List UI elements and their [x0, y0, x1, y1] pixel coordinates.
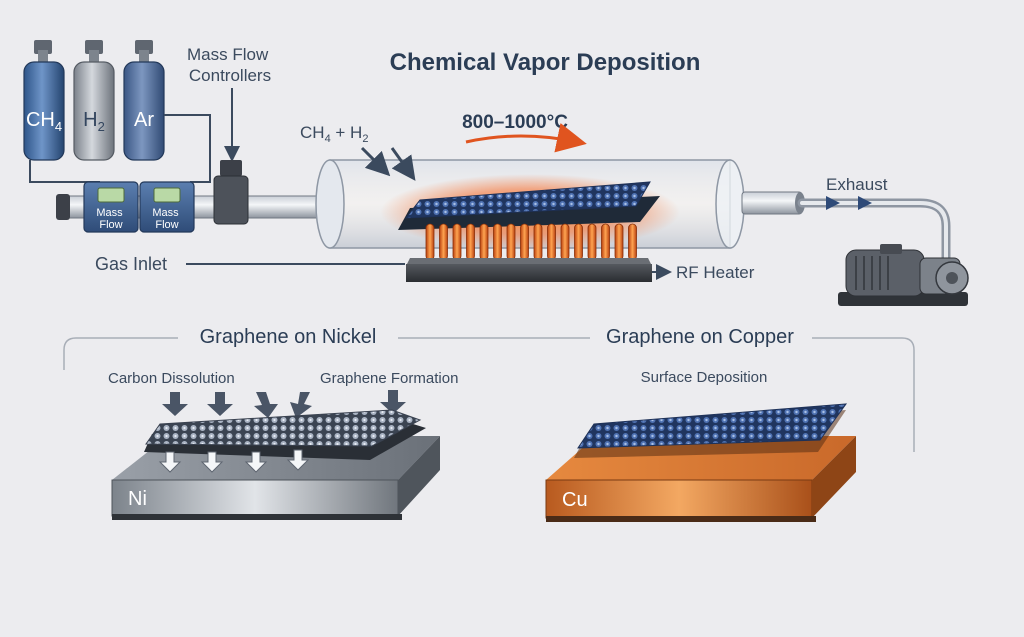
- nickel-substrate-label: Ni: [128, 488, 147, 510]
- cylinder-label-ch4: CH4: [26, 109, 62, 134]
- nickel-panel-title: Graphene on Nickel: [200, 326, 377, 348]
- temperature-label: 800–1000°C: [462, 112, 568, 133]
- rf-coil-turn: [479, 223, 489, 261]
- mfc-unit-1-label: Mass Flow: [96, 207, 125, 231]
- copper-graphene-sheet: [574, 403, 848, 458]
- rf-coil-turn: [506, 223, 516, 261]
- rf-coil-turn: [547, 223, 556, 261]
- tube-graphene-sheet: [404, 181, 651, 219]
- exhaust-arrows: [826, 196, 872, 210]
- cylinder-ar: Ar: [123, 40, 165, 161]
- cylinder-label-h2: H2: [83, 109, 105, 134]
- rf-heater-base: [406, 258, 652, 282]
- page-title: Chemical Vapor Deposition: [390, 49, 701, 76]
- rf-coil-turn: [452, 223, 462, 261]
- cylinder-h2: H2: [73, 40, 115, 161]
- carbon-dissolution-label: Carbon Dissolution: [108, 370, 235, 387]
- mfc-unit-2: Mass Flow: [139, 181, 195, 233]
- exhaust-label: Exhaust: [826, 175, 888, 194]
- copper-panel-title: Graphene on Copper: [606, 326, 794, 348]
- rf-coil-turn: [574, 223, 583, 261]
- panel-bracket: [63, 337, 915, 452]
- rf-heater-label: RF Heater: [676, 263, 755, 282]
- rf-coil-turn: [560, 223, 570, 261]
- surface-deposition-label: Surface Deposition: [641, 369, 768, 386]
- rf-coil-turn: [533, 223, 543, 261]
- graphene-formation-label: Graphene Formation: [320, 370, 458, 387]
- gas-inlet-label: Gas Inlet: [95, 254, 167, 274]
- nickel-incoming-arrows: [162, 390, 406, 418]
- rf-coil-turn: [439, 223, 448, 261]
- copper-substrate-label: Cu: [562, 489, 588, 511]
- exhaust-line: [797, 198, 951, 267]
- nickel-graphene-sheet: [144, 409, 426, 460]
- rf-coil-turn: [425, 223, 435, 261]
- mfc-unit-2-label: Mass Flow: [152, 207, 181, 231]
- feed-gas-label: CH4 + H2: [300, 123, 368, 145]
- cylinder-label-ar: Ar: [134, 109, 154, 131]
- cylinder-ch4: CH4: [23, 40, 65, 161]
- rf-coil-turn: [520, 223, 529, 261]
- gas-cylinders: CH4 H2 Ar: [23, 40, 165, 161]
- rf-coil-turn: [628, 223, 637, 261]
- rf-coil-turn: [493, 223, 502, 261]
- rf-coil: [425, 223, 637, 261]
- feed-gas-arrows: [360, 146, 416, 181]
- rf-coil-turn: [601, 223, 610, 261]
- rf-coil-turn: [587, 223, 597, 261]
- rf-coil-turn: [466, 223, 475, 261]
- vacuum-pump: [838, 244, 969, 306]
- rf-coil-turn: [614, 223, 624, 261]
- inlet-cap: [56, 194, 70, 220]
- tube-substrate: [398, 181, 660, 230]
- inlet-valve: [213, 160, 249, 225]
- heat-flow-arrow: [465, 123, 587, 153]
- mfc-unit-1: Mass Flow: [83, 181, 139, 233]
- cylinder-feed-lines: [29, 114, 211, 183]
- mass-flow-controllers-label: Mass Flow Controllers: [187, 45, 273, 85]
- outlet-pipe: [741, 191, 803, 215]
- nickel-dissolution-arrows: [158, 449, 310, 473]
